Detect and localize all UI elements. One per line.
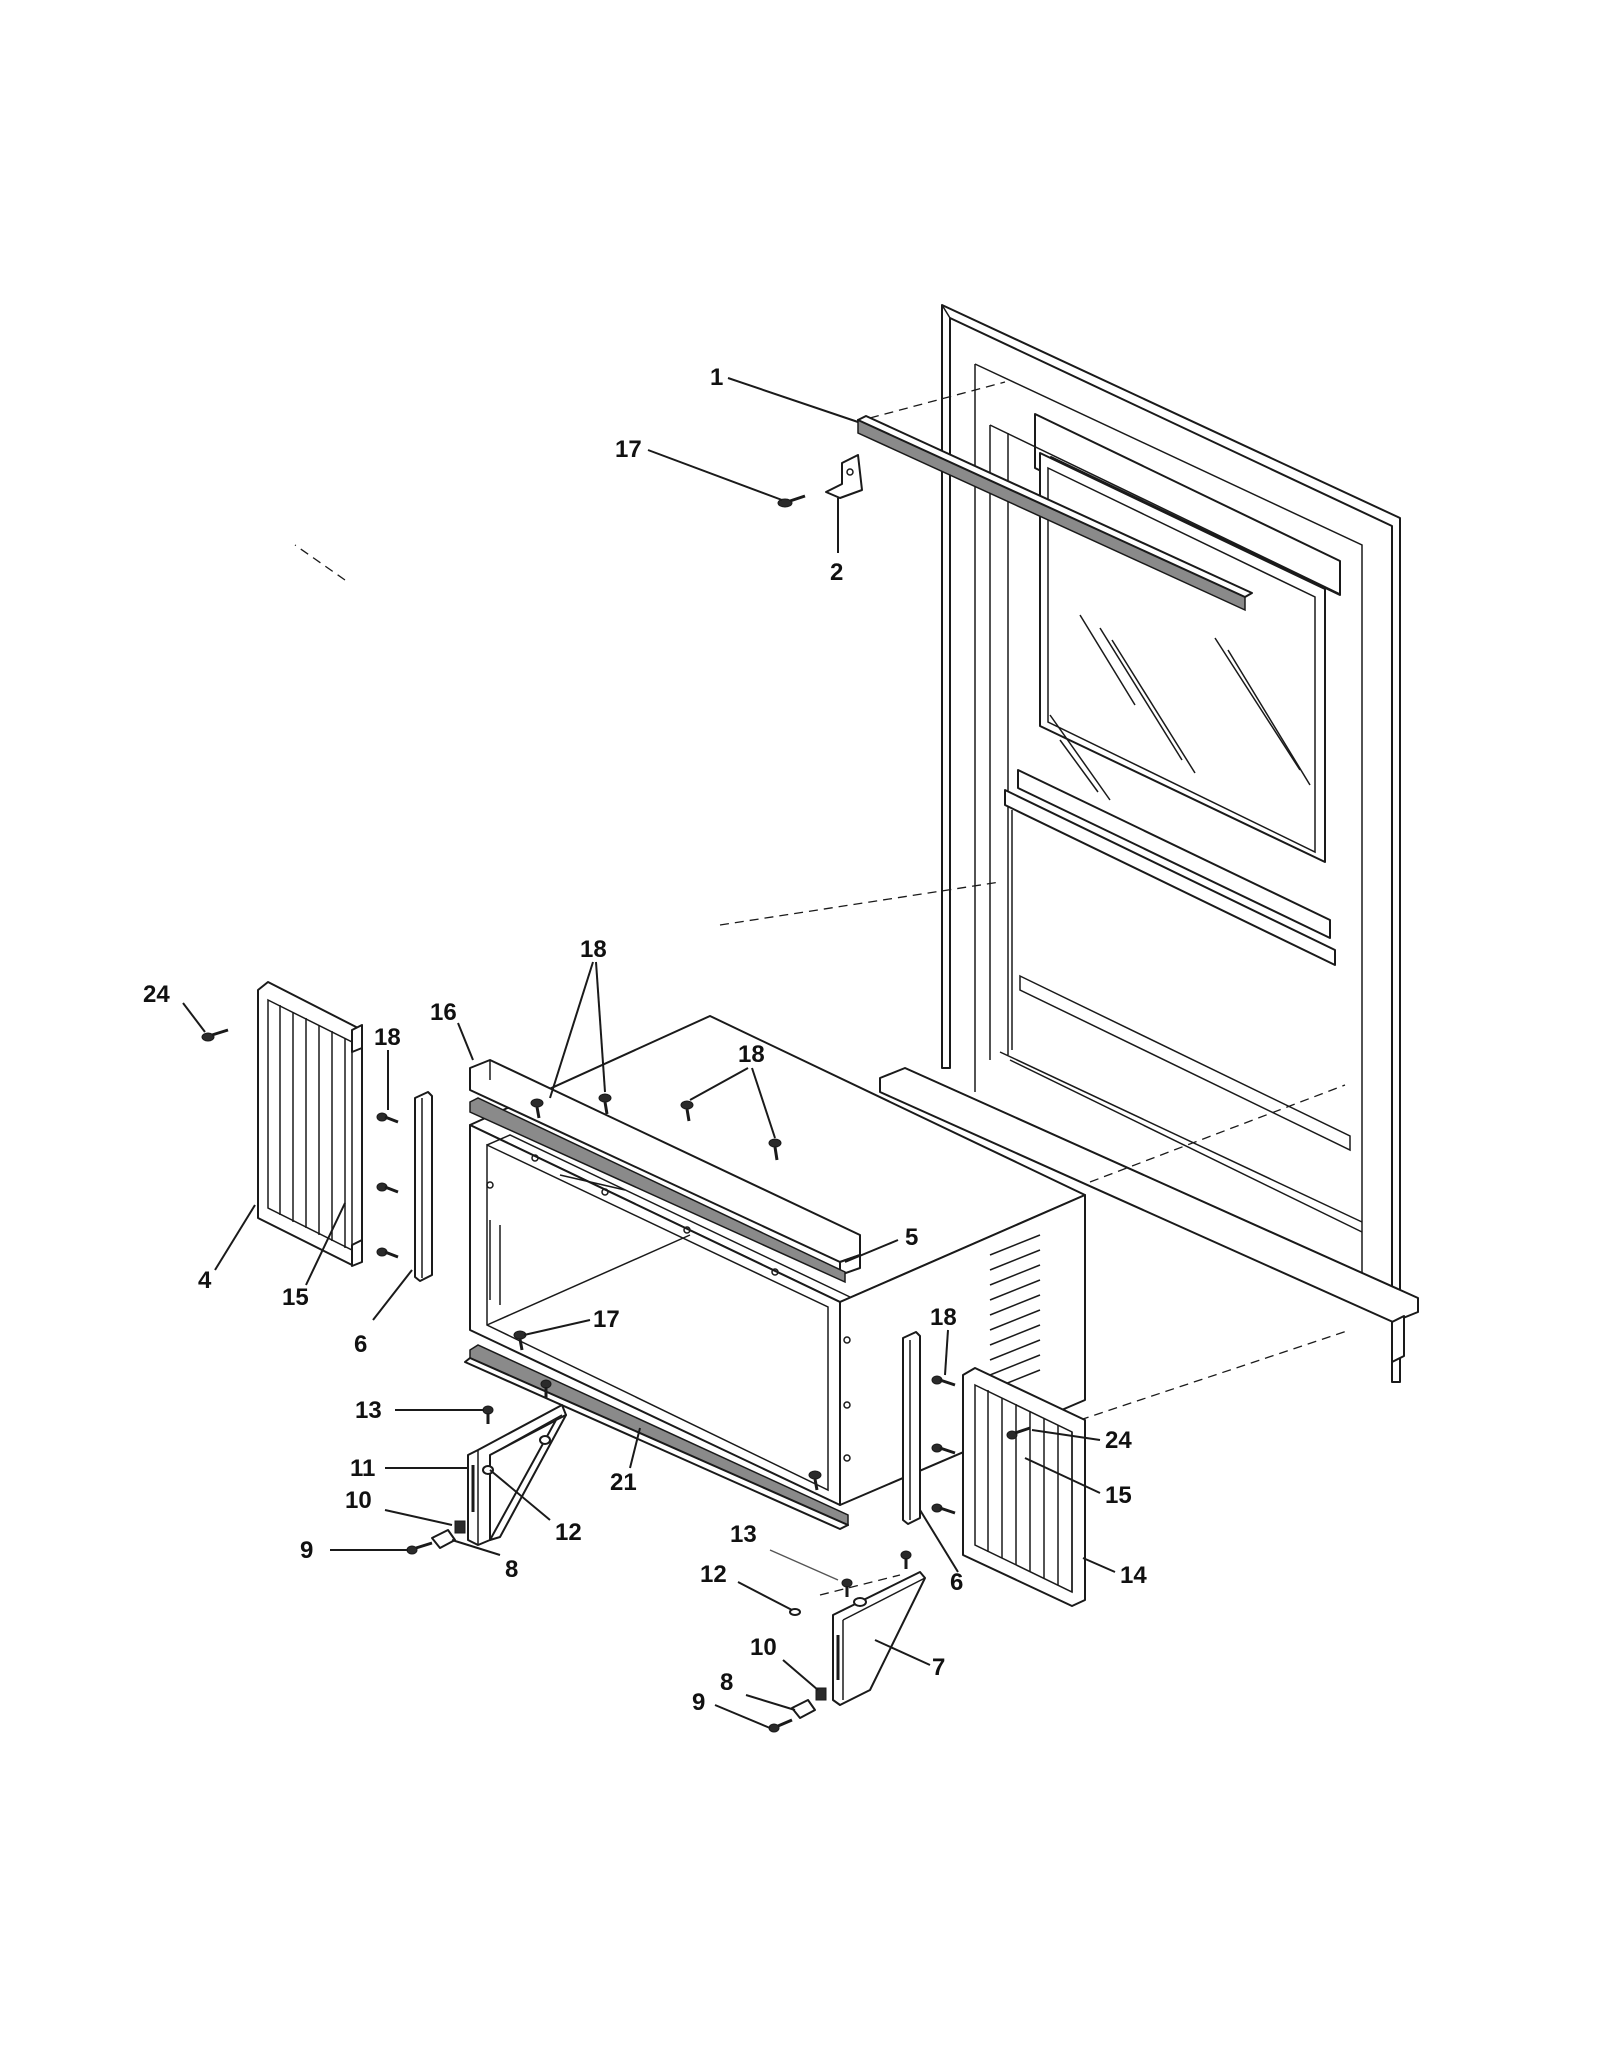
screw-17-lower xyxy=(513,1330,822,1491)
screw-9-left xyxy=(406,1541,433,1555)
callout-12-left: 12 xyxy=(555,1519,582,1546)
callout-12-right: 12 xyxy=(700,1561,727,1588)
callout-18-top-a: 18 xyxy=(580,936,607,963)
callout-14: 14 xyxy=(1120,1562,1147,1589)
screws-18-left xyxy=(376,1112,399,1259)
callout-9-left: 9 xyxy=(300,1537,313,1564)
callout-13-right: 13 xyxy=(730,1521,757,1548)
top-screws-18 xyxy=(530,1093,782,1161)
callout-8-right: 8 xyxy=(720,1669,733,1696)
callout-2: 2 xyxy=(830,559,843,586)
bracket-8-right xyxy=(791,1699,816,1719)
bottom-seal-21 xyxy=(464,1344,849,1530)
nut-12-right xyxy=(789,1597,867,1616)
callout-11: 11 xyxy=(350,1455,375,1482)
right-side-channel xyxy=(902,1331,921,1525)
callout-6-left: 6 xyxy=(354,1331,367,1358)
top-seal-strip xyxy=(857,415,1253,612)
screw-13-top-left xyxy=(540,1379,552,1398)
nut-12-left xyxy=(482,1435,551,1475)
callout-9-right: 9 xyxy=(692,1689,705,1716)
top-seal-5 xyxy=(469,1097,846,1284)
clip-10-right xyxy=(815,1687,827,1701)
screw-24-right xyxy=(1006,1426,1031,1440)
window-frame xyxy=(879,304,1419,1383)
leader-lines xyxy=(182,377,1116,1729)
screw-17-top xyxy=(777,494,806,508)
callout-18-left: 18 xyxy=(374,1024,401,1051)
callout-5: 5 xyxy=(905,1224,918,1251)
left-side-channel xyxy=(414,1091,433,1282)
left-side-curtain xyxy=(257,981,363,1267)
screw-13-left xyxy=(482,1405,494,1424)
callout-17-top: 17 xyxy=(615,436,642,463)
screw-9-right xyxy=(768,1718,793,1733)
callout-13-left: 13 xyxy=(355,1397,382,1424)
callout-6-right: 6 xyxy=(950,1569,963,1596)
callout-10-right: 10 xyxy=(750,1634,777,1661)
callout-10-left: 10 xyxy=(345,1487,372,1514)
callout-7: 7 xyxy=(932,1654,945,1681)
callout-18-right: 18 xyxy=(930,1304,957,1331)
callout-21: 21 xyxy=(610,1469,637,1496)
screws-18-right xyxy=(931,1375,956,1515)
callout-4: 4 xyxy=(198,1267,212,1294)
left-support-bracket xyxy=(467,1404,567,1546)
bracket-8-left xyxy=(431,1529,456,1549)
callout-labels: 1 17 2 24 18 16 18 18 4 15 6 5 18 17 13 … xyxy=(143,364,1147,1716)
screw-13-right xyxy=(841,1550,912,1597)
callout-15-right: 15 xyxy=(1105,1482,1132,1509)
callout-24-left: 24 xyxy=(143,981,170,1008)
callout-16: 16 xyxy=(430,999,457,1026)
callout-1: 1 xyxy=(710,364,723,391)
clip-10-left xyxy=(454,1520,466,1534)
right-side-curtain xyxy=(962,1367,1086,1607)
screw-24-left xyxy=(201,1028,229,1042)
callout-24-right: 24 xyxy=(1105,1427,1132,1454)
cabinet-louvers xyxy=(989,1234,1041,1391)
callout-15-left: 15 xyxy=(282,1284,309,1311)
callout-17-lower: 17 xyxy=(593,1306,620,1333)
top-bracket xyxy=(825,454,863,499)
callout-18-top-b: 18 xyxy=(738,1041,765,1068)
alignment-lines xyxy=(294,381,1351,1596)
callout-8-left: 8 xyxy=(505,1556,518,1583)
